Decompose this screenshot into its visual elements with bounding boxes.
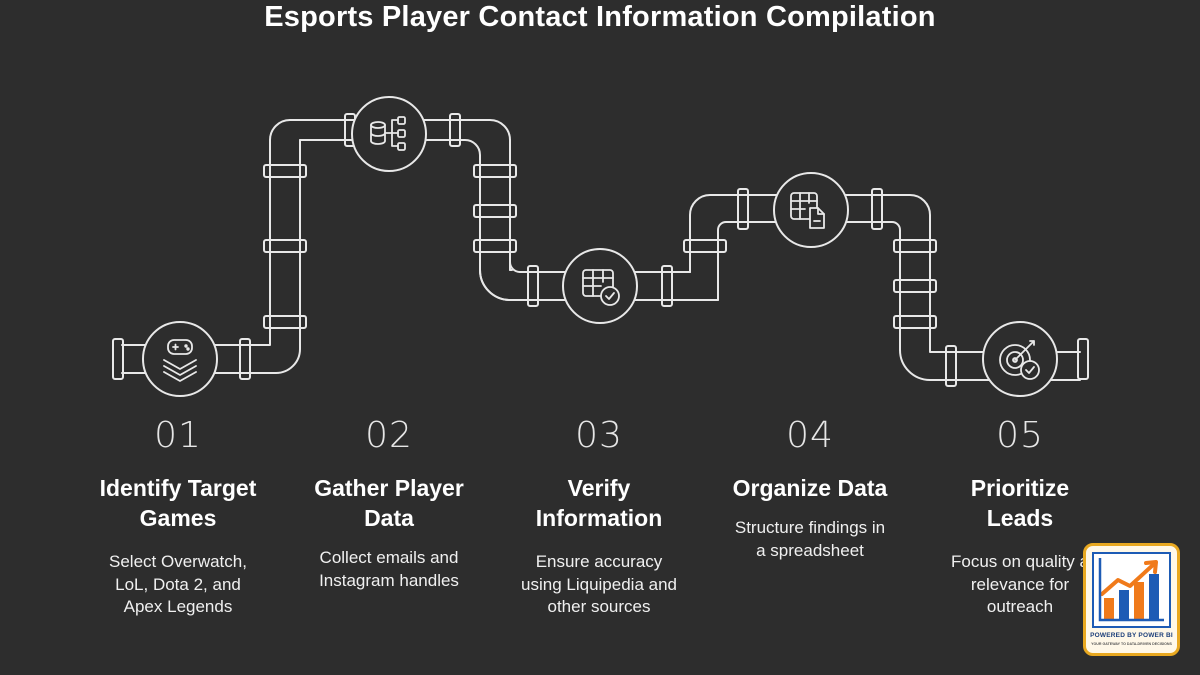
step-desc-4: Structure findings in a spreadsheet <box>715 517 905 562</box>
step-desc-2-line1: Collect emails and <box>319 548 459 567</box>
spreadsheet-document-icon <box>790 192 825 229</box>
powered-by-badge[interactable]: POWERED BY POWER BI YOUR GATEWAY TO DATA… <box>1083 543 1180 656</box>
step-desc-1-line1: Select Overwatch, <box>109 552 247 571</box>
step-desc-1: Select Overwatch, LoL, Dota 2, and Apex … <box>83 551 273 619</box>
step-heading-2: Gather Player Data <box>294 473 484 533</box>
step-number-4: 04 <box>786 415 834 456</box>
pipe-elbow-1 <box>267 119 301 374</box>
step-node-1 <box>142 321 218 397</box>
step-heading-1-line2: Games <box>139 505 217 531</box>
step-number-1: 01 <box>154 415 202 456</box>
step-desc-2-line2: Instagram handles <box>319 570 459 590</box>
step-desc-5-line3: outreach <box>986 597 1054 616</box>
step-heading-3-line1: Verify <box>567 475 631 501</box>
step-desc-5: Focus on quality a relevance for outreac… <box>925 551 1115 619</box>
step-heading-4: Organize Data <box>715 473 905 503</box>
badge-tagline: YOUR GATEWAY TO DATA-DRIVEN DECISIONS <box>1091 642 1172 646</box>
step-number-2: 02 <box>365 415 413 456</box>
step-number-3: 03 <box>575 415 623 456</box>
step-heading-4-line1: Organize Data <box>732 475 888 501</box>
target-check-icon <box>999 340 1040 380</box>
step-desc-3-line3: other sources <box>547 597 651 616</box>
step-heading-5: Prioritize Leads <box>925 473 1115 533</box>
step-desc-3-line2: using Liquipedia and <box>521 574 677 594</box>
step-node-2 <box>351 96 427 172</box>
step-node-5 <box>982 321 1058 397</box>
step-desc-5-line1: Focus on quality a <box>951 552 1089 571</box>
step-desc-4-line1: Structure findings in <box>734 518 886 537</box>
table-check-icon <box>582 269 620 306</box>
step-desc-3-line1: Ensure accuracy <box>535 552 663 571</box>
step-heading-2-line1: Gather Player <box>314 475 464 501</box>
step-desc-3: Ensure accuracy using Liquipedia and oth… <box>504 551 694 619</box>
diagram-title: Esports Player Contact Information Compi… <box>264 1 936 33</box>
step-heading-5-line2: Leads <box>986 505 1054 531</box>
step-heading-1: Identify Target Games <box>83 473 273 533</box>
database-hierarchy-icon <box>370 116 406 151</box>
step-heading-2-line2: Data <box>364 505 414 531</box>
step-desc-1-line3: Apex Legends <box>123 597 233 616</box>
step-heading-3: Verify Information <box>504 473 694 533</box>
badge-logo <box>1092 552 1171 628</box>
step-number-5: 05 <box>996 415 1044 456</box>
step-heading-1-line1: Identify Target <box>99 475 257 501</box>
step-desc-2: Collect emails and Instagram handles <box>294 547 484 592</box>
step-desc-5-line2: relevance for <box>970 574 1070 594</box>
step-desc-1-line2: LoL, Dota 2, and <box>115 574 241 594</box>
step-heading-5-line1: Prioritize <box>970 475 1070 501</box>
step-desc-4-line2: a spreadsheet <box>756 540 864 560</box>
stacked-gamepad-icon <box>163 339 197 382</box>
badge-title: POWERED BY POWER BI <box>1090 632 1173 639</box>
step-heading-3-line2: Information <box>535 505 663 531</box>
bar-chart-trend-icon <box>1098 558 1164 622</box>
